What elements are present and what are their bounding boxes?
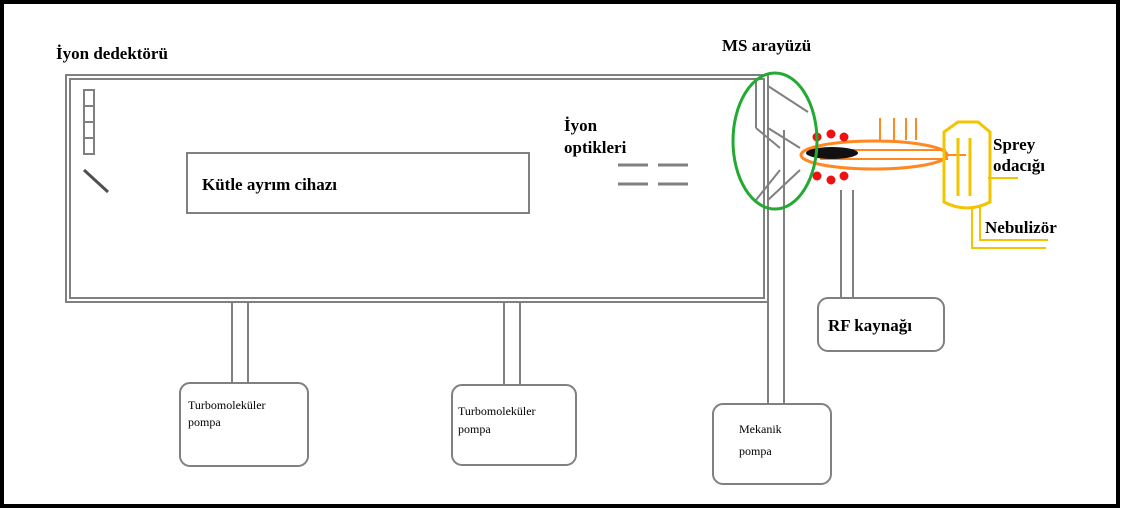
ms-interface-ellipse xyxy=(731,71,819,211)
ion-optics-label-line1: İyon xyxy=(564,116,598,135)
red-droplets xyxy=(812,129,849,185)
spray-chamber xyxy=(942,120,1048,249)
turbo-pump-1-box xyxy=(179,382,309,467)
cone-tip-marker xyxy=(806,147,858,159)
mechanical-pump-label-line2: pompa xyxy=(739,444,772,458)
rf-source-box xyxy=(817,297,945,352)
turbo-pump-1-label-line1: Turbomoleküler xyxy=(188,398,266,412)
turbo-pump-2-box xyxy=(451,384,577,466)
plasma-torch xyxy=(799,118,966,171)
turbo-pump-2-label-line1: Turbomoleküler xyxy=(458,404,536,418)
mechanical-pump-label-line1: Mekanik xyxy=(739,422,782,436)
spray-chamber-label-line1: Sprey xyxy=(993,135,1036,154)
ion-optics-lenses xyxy=(618,163,688,186)
mass-analyzer-box xyxy=(186,152,530,214)
ion-detector-element xyxy=(82,89,110,194)
nebulizer-label: Nebulizör xyxy=(985,218,1057,237)
turbo-pump-1-label-line2: pompa xyxy=(188,415,221,429)
ms-interface-label: MS arayüzü xyxy=(722,36,811,55)
turbo-pump-2-label-line2: pompa xyxy=(458,422,491,436)
ion-optics-label-line2: optikleri xyxy=(564,138,627,157)
mass-analyzer-label: Kütle ayrım cihazı xyxy=(202,175,337,194)
mechanical-pump-box xyxy=(712,403,832,485)
rf-source-label: RF kaynağı xyxy=(828,316,912,335)
rf-source-lines xyxy=(840,190,854,298)
pump-lines xyxy=(231,130,785,405)
ion-detector-label: İyon dedektörü xyxy=(56,44,168,63)
spray-chamber-label-line2: odacığı xyxy=(993,156,1045,175)
